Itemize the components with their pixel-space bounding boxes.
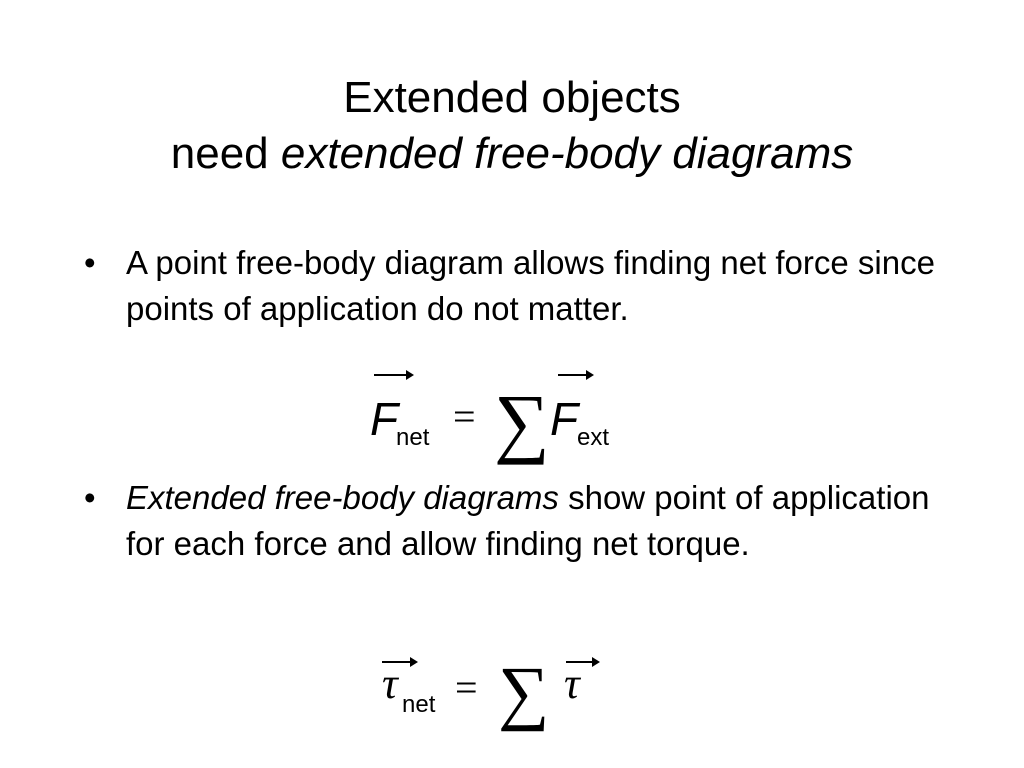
title-line-2: need extended free-body diagrams bbox=[0, 126, 1024, 182]
torque-lhs-symbol: τ bbox=[382, 659, 400, 708]
force-summation-sign: ∑ bbox=[494, 378, 550, 465]
slide-title: Extended objects need extended free-body… bbox=[0, 70, 1024, 182]
vector-arrow-rhs-tau bbox=[566, 657, 600, 667]
vector-arrow-rhs-f bbox=[558, 370, 594, 380]
bullet-point-free-body: • A point free-body diagram allows findi… bbox=[84, 240, 956, 332]
torque-rhs-symbol: τ bbox=[564, 659, 582, 708]
force-lhs-symbol: F bbox=[370, 393, 401, 445]
torque-lhs-subscript: net bbox=[402, 691, 436, 718]
force-equals-sign: = bbox=[453, 394, 476, 439]
bullet-dot: • bbox=[84, 244, 96, 281]
force-rhs-subscript: ext bbox=[577, 424, 609, 451]
force-rhs-symbol: F bbox=[550, 393, 581, 445]
net-force-equation: F net = ∑ F ext bbox=[360, 358, 660, 465]
title-line-1: Extended objects bbox=[343, 73, 681, 122]
bullet-2-text: show point of application for each force… bbox=[126, 479, 930, 562]
bullet-1-text: A point free-body diagram allows finding… bbox=[126, 244, 935, 327]
title-line-2-italic: extended free-body diagrams bbox=[280, 129, 854, 178]
title-line-2-plain: need bbox=[170, 129, 281, 178]
net-torque-equation: τ net = ∑ τ bbox=[360, 640, 620, 732]
vector-arrow-lhs-tau bbox=[382, 657, 418, 667]
bullet-2-italic: Extended free-body diagrams bbox=[126, 479, 559, 516]
bullet-extended-free-body: • Extended free-body diagrams show point… bbox=[84, 475, 956, 567]
bullet-dot: • bbox=[84, 479, 96, 516]
torque-equals-sign: = bbox=[455, 665, 478, 710]
vector-arrow-lhs-f bbox=[374, 370, 414, 380]
torque-summation-sign: ∑ bbox=[498, 652, 549, 732]
force-lhs-subscript: net bbox=[396, 424, 430, 451]
